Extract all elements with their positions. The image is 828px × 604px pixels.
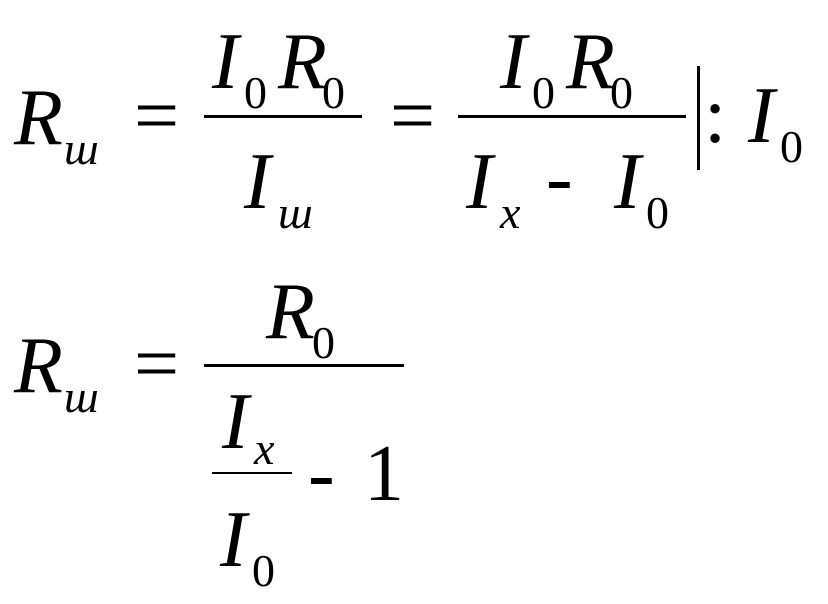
frac1-den-sub-sh: ш [278, 187, 313, 238]
fraction-bar-1 [204, 115, 362, 118]
frac1-num-R: R [278, 18, 327, 106]
equals-sign-2: = [390, 72, 436, 160]
frac1-den-I: I [244, 138, 271, 226]
frac2-den-minus: - [546, 134, 573, 222]
denominator-one: 1 [364, 430, 404, 518]
lhs-sub-sh: ш [64, 123, 99, 174]
frac2-num-R: R [566, 18, 615, 106]
frac3-num-sub-0: 0 [312, 317, 335, 368]
division-vertical-bar [697, 66, 700, 170]
frac1-num-sub-0: 0 [244, 67, 267, 118]
frac1-num-sub-0b: 0 [322, 67, 345, 118]
equals-sign-3: = [134, 320, 180, 408]
inner-num-sub-x: x [254, 423, 275, 474]
lhs2-R: R [14, 322, 63, 410]
lhs-R: R [14, 74, 63, 162]
frac2-num-sub-0b: 0 [610, 67, 633, 118]
inner-den-sub-0: 0 [252, 545, 275, 596]
fraction-bar-3 [204, 364, 404, 367]
divisor-I: I [748, 72, 775, 160]
frac2-den-sub-x: x [500, 187, 521, 238]
frac2-num-I: I [500, 18, 527, 106]
inner-num-I: I [222, 378, 249, 466]
lhs2-sub-sh: ш [64, 371, 99, 422]
frac2-den-I: I [466, 138, 493, 226]
division-colon: : [704, 72, 727, 160]
inner-den-I: I [220, 496, 247, 584]
equals-sign-1: = [134, 72, 180, 160]
denominator-minus: - [308, 430, 335, 518]
frac2-num-sub-0: 0 [532, 67, 555, 118]
fraction-bar-inner [212, 472, 292, 474]
divisor-sub-0: 0 [780, 121, 803, 172]
frac2-den-sub-0: 0 [646, 187, 669, 238]
frac3-num-R: R [266, 268, 315, 356]
frac1-num-I: I [212, 18, 239, 106]
frac2-den-I2: I [614, 138, 641, 226]
fraction-bar-2 [458, 115, 686, 118]
